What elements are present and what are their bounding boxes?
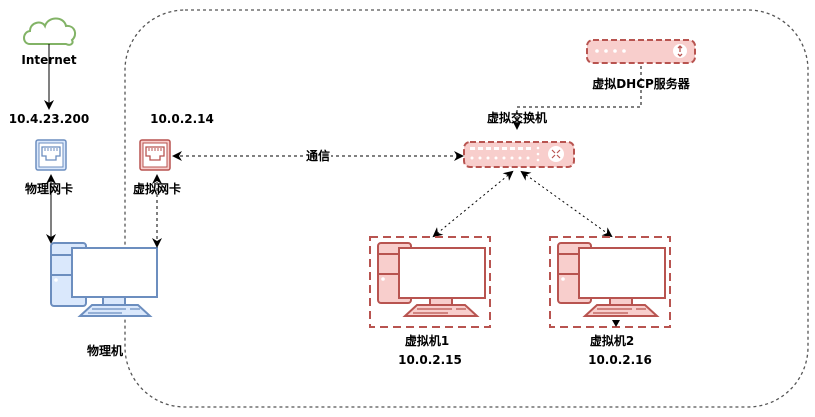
virtual-environment-boundary bbox=[124, 9, 809, 408]
vm2-arrow-marker bbox=[612, 320, 620, 327]
vm1-label: 虚拟机1 bbox=[405, 333, 449, 348]
switch-vm1-link bbox=[432, 170, 514, 238]
dhcp-switch-link bbox=[512, 66, 642, 130]
cloud-icon bbox=[23, 17, 77, 46]
vm2-ip-label: 10.0.2.16 bbox=[588, 353, 652, 367]
physical-machine-label: 物理机 bbox=[87, 343, 123, 358]
switch-vm2-link bbox=[520, 170, 613, 238]
physical-nic-label: 物理网卡 bbox=[25, 181, 73, 196]
dhcp-server-label: 虚拟DHCP服务器 bbox=[592, 76, 691, 91]
virtual-switch-icon bbox=[463, 141, 575, 168]
dhcp-server-icon bbox=[586, 39, 696, 64]
physical-machine-icon bbox=[50, 242, 158, 317]
vm2-icon bbox=[549, 236, 671, 328]
vm1-ip-label: 10.0.2.15 bbox=[398, 353, 462, 367]
vm2-label: 虚拟机2 bbox=[590, 333, 634, 348]
virtual-nic-icon bbox=[139, 139, 171, 171]
physical-ip-label: 10.4.23.200 bbox=[9, 112, 89, 126]
virtual-nic-ip-label: 10.0.2.14 bbox=[150, 112, 214, 126]
physical-nic-icon bbox=[35, 139, 67, 171]
communication-label: 通信 bbox=[306, 148, 330, 163]
virtual-switch-label: 虚拟交换机 bbox=[487, 110, 547, 125]
vm1-icon bbox=[369, 236, 491, 328]
